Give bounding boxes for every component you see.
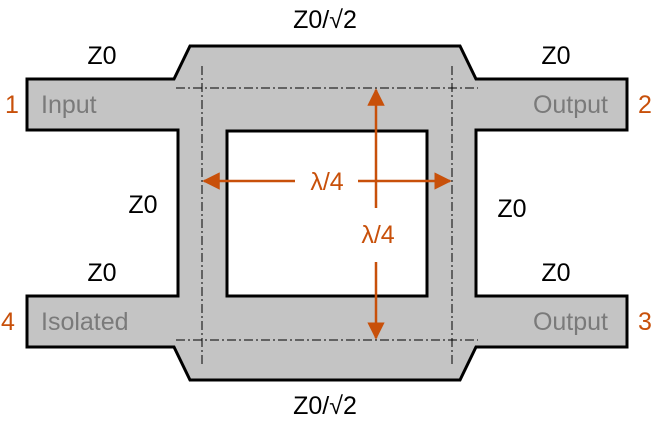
dimension-arrows [202, 88, 452, 340]
left-vertical-impedance-label: Z0 [128, 191, 157, 219]
port1-name: Input [41, 91, 97, 119]
output3-line-impedance-label: Z0 [541, 259, 570, 287]
right-vertical-impedance-label: Z0 [497, 195, 526, 223]
port2-name: Output [533, 91, 608, 119]
port4-name: Isolated [41, 308, 129, 336]
port1-number: 1 [5, 91, 19, 119]
port2-number: 2 [638, 91, 652, 119]
vertical-dimension-label: λ/4 [361, 221, 394, 249]
centerlines [176, 66, 478, 364]
port3-name: Output [533, 308, 608, 336]
port4-number: 4 [1, 308, 15, 336]
coupler-outline [25, 44, 629, 382]
top-impedance-label: Z0/√2 [293, 6, 357, 34]
input-line-impedance-label: Z0 [87, 42, 116, 70]
output2-line-impedance-label: Z0 [541, 42, 570, 70]
isolated-line-impedance-label: Z0 [87, 259, 116, 287]
bottom-impedance-label: Z0/√2 [293, 392, 357, 420]
horizontal-dimension-label: λ/4 [310, 168, 343, 196]
port3-number: 3 [638, 308, 652, 336]
